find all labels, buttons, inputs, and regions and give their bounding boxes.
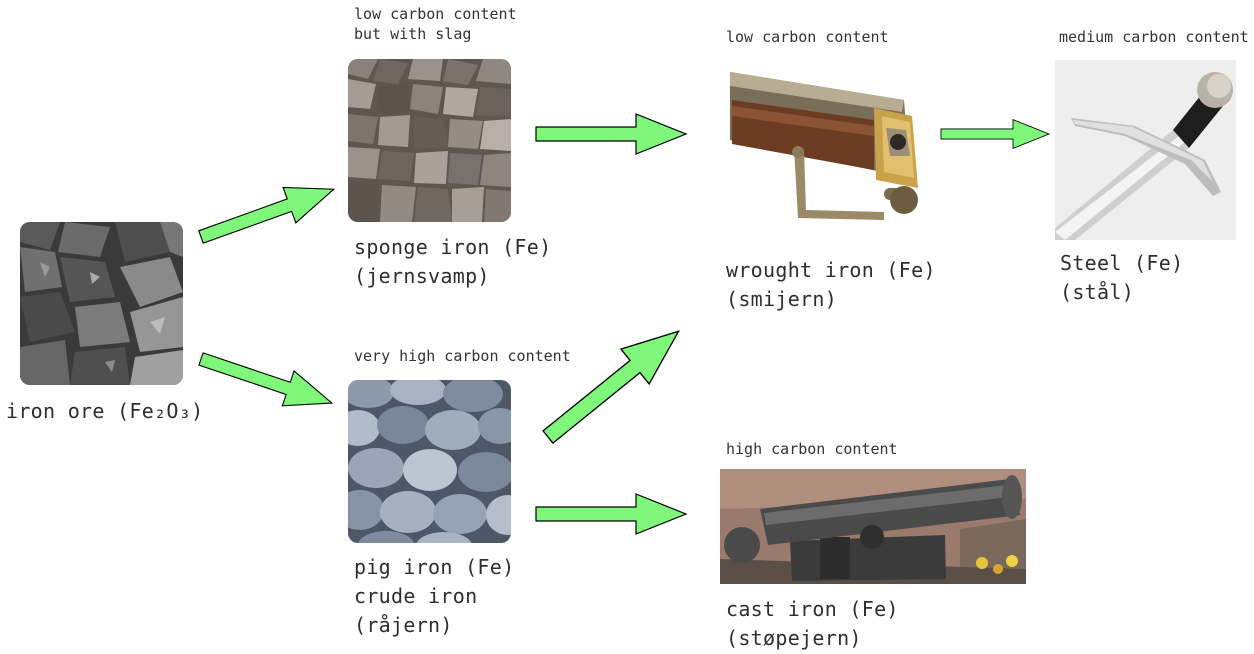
iron-ore-image xyxy=(20,222,183,385)
steel-image xyxy=(1055,60,1236,240)
cast-iron-note: high carbon content xyxy=(726,440,898,458)
iron-ore-caption: iron ore (Fe₂O₃) xyxy=(6,399,204,423)
wrought-iron-note: low carbon content xyxy=(726,28,889,46)
steel-note: medium carbon content xyxy=(1059,28,1249,46)
pig-iron-image xyxy=(348,380,511,543)
arrow-sponge-to-wrought xyxy=(535,113,687,155)
pig-iron-caption: pig iron (Fe) crude iron (råjern) xyxy=(354,555,515,637)
arrow-ore-to-sponge xyxy=(194,170,341,256)
steel-caption: Steel (Fe) (stål) xyxy=(1060,251,1184,304)
cast-iron-caption: cast iron (Fe) (støpejern) xyxy=(726,597,899,650)
arrow-wrought-to-steel xyxy=(940,119,1050,149)
cast-iron-image xyxy=(720,469,1026,584)
arrow-ore-to-pig xyxy=(194,341,339,422)
arrow-pig-to-wrought xyxy=(533,313,694,456)
sponge-iron-image xyxy=(348,59,511,222)
arrow-pig-to-cast xyxy=(535,493,687,535)
pig-iron-note: very high carbon content xyxy=(354,347,571,365)
wrought-iron-image xyxy=(724,60,924,230)
sponge-iron-caption: sponge iron (Fe) (jernsvamp) xyxy=(354,235,552,288)
sponge-iron-note: low carbon content but with slag xyxy=(354,5,517,43)
wrought-iron-caption: wrought iron (Fe) (smijern) xyxy=(726,258,936,311)
